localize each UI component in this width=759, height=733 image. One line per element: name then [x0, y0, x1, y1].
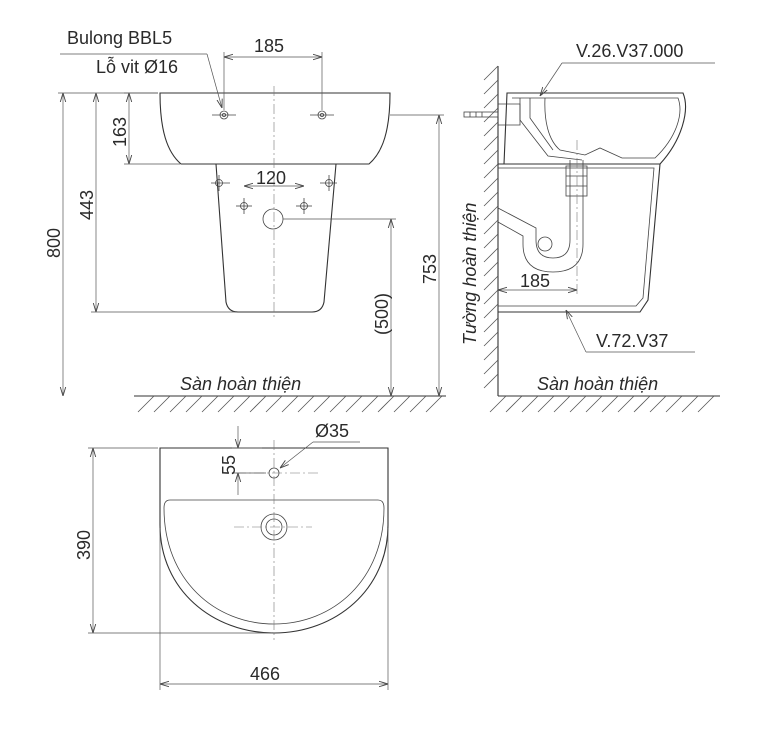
dim-bolt-spacing: 185 [254, 36, 284, 56]
bolt-label: Bulong BBL5 [67, 28, 172, 48]
wall-bolt-icon [463, 103, 521, 126]
wall-label: Tường hoàn thiện [460, 203, 480, 345]
drain-hole-icon [234, 513, 312, 541]
side-view: Tường hoàn thiện Sàn hoàn thiện [460, 41, 720, 413]
top-view: 55 Ø35 390 466 [74, 421, 389, 690]
dim-basin-height: 163 [110, 117, 130, 147]
top-basin-outline [159, 447, 389, 634]
front-pedestal-outline [215, 163, 337, 313]
drain-opening-icon [262, 208, 284, 230]
dim-drain-holes: 120 [256, 168, 286, 188]
front-floor-hatch [137, 395, 443, 413]
front-floor-label: Sàn hoàn thiện [180, 374, 301, 394]
side-pedestal-outer [498, 163, 661, 313]
dim-total-height: 800 [44, 228, 64, 258]
side-floor-label: Sàn hoàn thiện [537, 374, 658, 394]
pedestal-hole-icon [296, 198, 312, 214]
dim-wall-to-drain: 185 [520, 271, 550, 291]
front-view: Sàn hoàn thiện 185 Bulong BBL5 Lỗ vit Ø1… [44, 28, 446, 413]
side-basin-outer [503, 92, 686, 165]
p-trap-icon [497, 160, 588, 273]
dim-drain-height: (500) [372, 293, 392, 335]
side-floor-hatch [489, 395, 715, 413]
dim-rim-height: 753 [420, 254, 440, 284]
dim-faucet-offset: 55 [219, 455, 239, 475]
bolt-hole-icon [212, 110, 236, 120]
pedestal-hole-icon [211, 175, 230, 191]
faucet-hole-label: Ø35 [315, 421, 349, 441]
pedestal-model-label: V.72.V37 [596, 331, 668, 351]
bolt-hole-icon [310, 110, 334, 120]
basin-model-label: V.26.V37.000 [576, 41, 683, 61]
wall-hatch [483, 65, 499, 389]
dim-width: 466 [250, 664, 280, 684]
pedestal-hole-icon [320, 175, 337, 191]
front-basin-outline [159, 92, 391, 165]
pedestal-hole-icon [236, 198, 252, 214]
side-basin-inner [512, 97, 681, 159]
screw-hole-label: Lỗ vit Ø16 [96, 56, 178, 77]
dim-depth: 390 [74, 530, 94, 560]
dim-pedestal-top: 443 [77, 190, 97, 220]
